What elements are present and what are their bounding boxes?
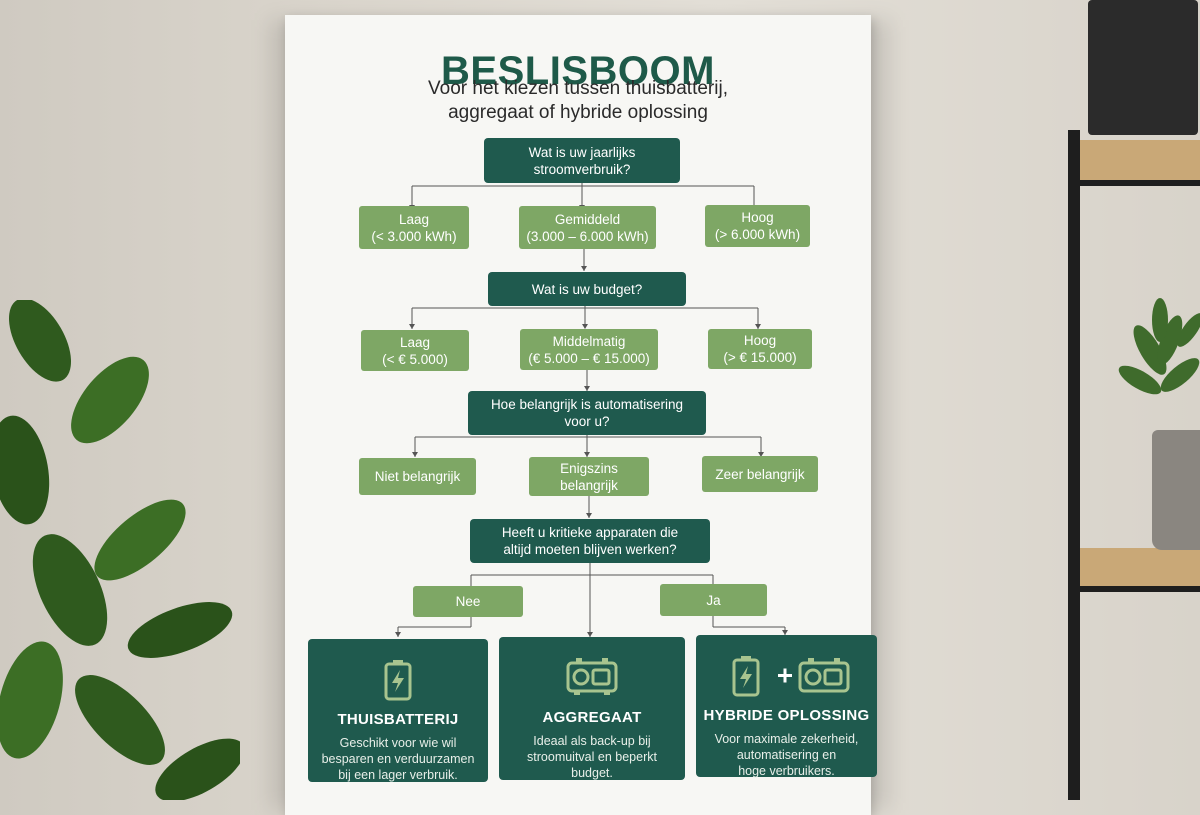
result-description: Ideaal als back-up bij stroomuitval en b… [527,734,657,780]
option-consumption-low: Laag (< 3.000 kWh) [359,206,469,249]
poster-subtitle: Voor het kiezen tussen thuisbatterij, ag… [428,78,728,123]
decision-tree-poster: BESLISBOOM Voor het kiezen tussen thuisb… [285,15,877,815]
result-description: Voor maximale zekerheid, automatisering … [714,732,859,778]
option-budget-high: Hoog (> € 15.000) [708,329,812,369]
connector-lines [395,183,788,637]
result-generator: AGGREGAAT Ideaal als back-up bij stroomu… [499,637,685,780]
result-title: THUISBATTERIJ [337,711,459,728]
result-description: Geschikt voor wie wil besparen en verduu… [321,736,475,782]
option-automation-somewhat: Enigszins belangrijk [529,457,649,496]
option-consumption-high: Hoog (> 6.000 kWh) [705,205,810,247]
battery-plus-generator-icon [732,655,852,702]
result-hybrid: HYBRIDE OPLOSSING Voor maximale zekerhei… [696,635,877,778]
question-annual-consumption: Wat is uw jaarlijks stroomverbruik? [484,138,680,183]
question-automation: Hoe belangrijk is automatisering voor u? [468,391,706,435]
option-consumption-medium: Gemiddeld (3.000 – 6.000 kWh) [519,206,656,249]
question-critical-devices: Heeft u kritieke apparaten die altijd mo… [470,519,710,563]
plant-left [0,300,240,800]
generator-icon [566,657,618,702]
shelf-unit [1068,0,1200,800]
question-budget: Wat is uw budget? [488,272,686,306]
option-automation-very: Zeer belangrijk [702,456,818,492]
option-budget-medium: Middelmatig (€ 5.000 – € 15.000) [520,329,658,370]
poster-title: BESLISBOOM [441,49,715,93]
option-budget-low: Laag (< € 5.000) [361,330,469,371]
option-critical-no: Nee [413,586,523,617]
result-home-battery: THUISBATTERIJ Geschikt voor wie wil besp… [308,639,488,782]
plant-right [1118,298,1200,395]
option-critical-yes: Ja [660,584,767,616]
result-title: AGGREGAAT [542,709,642,726]
battery-icon [384,659,412,706]
result-title: HYBRIDE OPLOSSING [703,707,870,724]
option-automation-none: Niet belangrijk [359,458,476,495]
